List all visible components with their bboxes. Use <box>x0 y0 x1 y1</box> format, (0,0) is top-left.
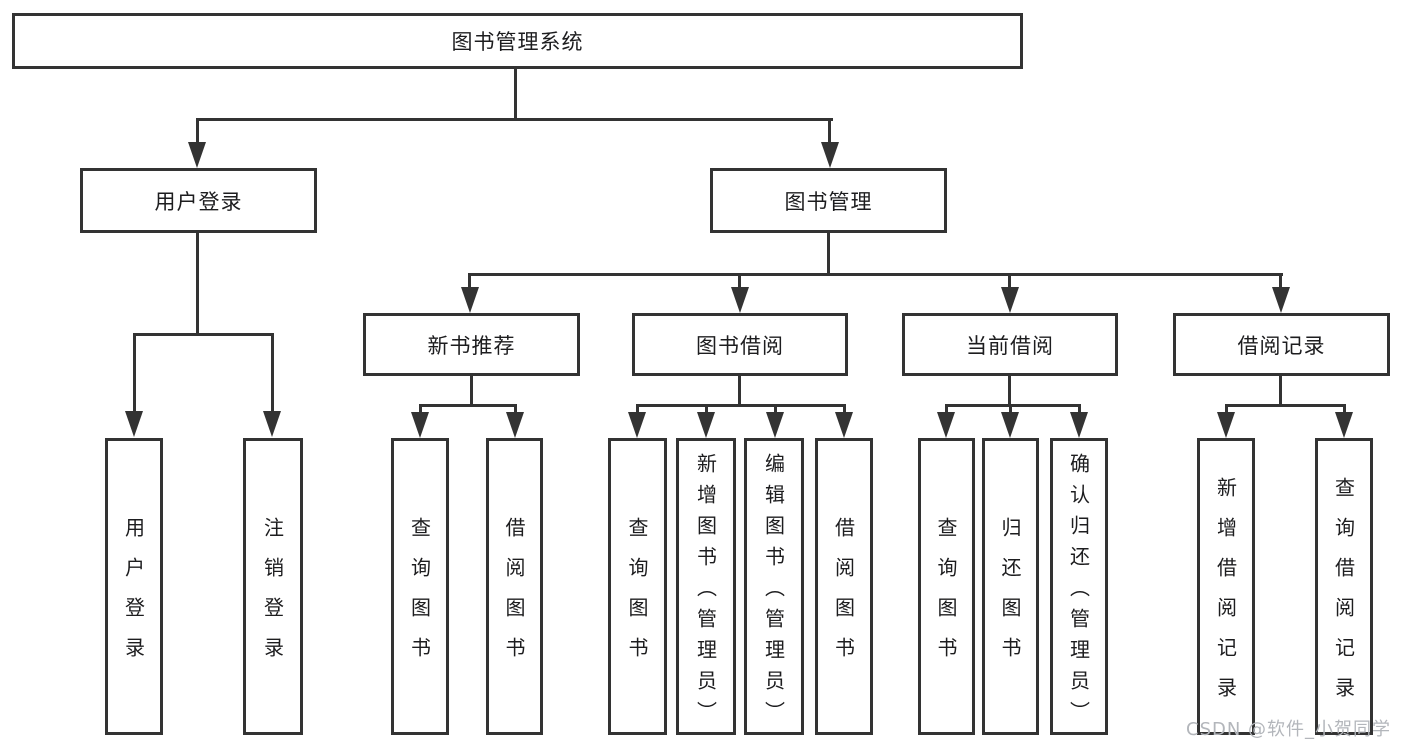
leaf-label: 查询图书 <box>625 516 649 677</box>
connector-line <box>828 118 831 144</box>
arrow-down-icon <box>937 412 955 438</box>
connector-line <box>705 404 708 414</box>
node-new-book-recommend: 新书推荐 <box>363 313 580 376</box>
arrow-down-icon <box>1001 412 1019 438</box>
arrow-down-icon <box>821 142 839 168</box>
connector-line <box>1279 375 1282 406</box>
leaf-edit-books-admin: 编辑图书（管理员） <box>744 438 804 735</box>
leaf-label: 编辑图书（管理员） <box>761 452 786 732</box>
connector-line <box>470 273 1283 276</box>
node-user-login: 用户登录 <box>80 168 317 233</box>
arrow-down-icon <box>1070 412 1088 438</box>
node-label: 用户登录 <box>154 189 243 214</box>
arrow-down-icon <box>263 411 281 437</box>
leaf-logout: 注销登录 <box>243 438 303 735</box>
connector-line <box>514 69 517 118</box>
connector-line <box>1078 404 1081 414</box>
leaf-label: 借阅图书 <box>502 516 526 677</box>
arrow-down-icon <box>1217 412 1235 438</box>
connector-line <box>1225 404 1228 414</box>
leaf-label: 新增借阅记录 <box>1213 476 1238 717</box>
connector-line <box>196 233 199 335</box>
arrow-down-icon <box>1335 412 1353 438</box>
connector-line <box>271 333 274 411</box>
leaf-borrow-books: 借阅图书 <box>815 438 873 735</box>
node-label: 图书管理 <box>784 189 873 214</box>
connector-line <box>514 404 517 414</box>
connector-line <box>133 333 274 336</box>
arrow-down-icon <box>1272 287 1290 313</box>
arrow-down-icon <box>1001 287 1019 313</box>
node-label: 当前借阅 <box>966 333 1054 358</box>
node-book-borrowing: 图书借阅 <box>632 313 848 376</box>
leaf-label: 查询借阅记录 <box>1331 476 1356 717</box>
leaf-query-books: 查询图书 <box>918 438 975 735</box>
connector-line <box>827 233 830 275</box>
leaf-add-books-admin: 新增图书（管理员） <box>676 438 736 735</box>
leaf-query-borrow-record: 查询借阅记录 <box>1315 438 1373 735</box>
connector-line <box>1225 404 1345 407</box>
arrow-down-icon <box>697 412 715 438</box>
connector-line <box>738 375 741 406</box>
connector-line <box>196 118 199 144</box>
node-borrowing-records: 借阅记录 <box>1173 313 1390 376</box>
arrow-down-icon <box>461 287 479 313</box>
leaf-label: 归还图书 <box>998 516 1022 677</box>
leaf-confirm-return-admin: 确认归还（管理员） <box>1050 438 1108 735</box>
leaf-return-books: 归还图书 <box>982 438 1039 735</box>
connector-line <box>738 273 741 289</box>
arrow-down-icon <box>506 412 524 438</box>
connector-line <box>420 404 516 407</box>
leaf-label: 查询图书 <box>934 516 958 677</box>
node-book-management: 图书管理 <box>710 168 947 233</box>
leaf-add-borrow-record: 新增借阅记录 <box>1197 438 1255 735</box>
arrow-down-icon <box>628 412 646 438</box>
node-library-management-system: 图书管理系统 <box>12 13 1023 69</box>
node-label: 图书借阅 <box>696 333 784 358</box>
arrow-down-icon <box>411 412 429 438</box>
arrow-down-icon <box>188 142 206 168</box>
node-label: 图书管理系统 <box>451 30 584 54</box>
connector-line <box>945 404 948 414</box>
leaf-user-login: 用户登录 <box>105 438 163 735</box>
leaf-label: 用户登录 <box>121 516 146 677</box>
leaf-query-books: 查询图书 <box>391 438 449 735</box>
node-current-borrowing: 当前借阅 <box>902 313 1118 376</box>
connector-line <box>637 404 845 407</box>
connector-line <box>774 404 777 414</box>
leaf-label: 注销登录 <box>260 516 285 677</box>
connector-line <box>468 273 471 289</box>
connector-line <box>419 404 422 414</box>
connector-line <box>1008 375 1011 406</box>
connector-line <box>133 333 136 411</box>
arrow-down-icon <box>731 287 749 313</box>
leaf-label: 确认归还（管理员） <box>1066 452 1091 732</box>
csdn-watermark: CSDN @软件_小贺同学 <box>1186 719 1392 740</box>
connector-line <box>1343 404 1346 414</box>
node-label: 借阅记录 <box>1237 333 1326 358</box>
leaf-query-books: 查询图书 <box>608 438 667 735</box>
connector-line <box>1279 273 1282 289</box>
leaf-label: 新增图书（管理员） <box>693 452 718 732</box>
leaf-borrow-books: 借阅图书 <box>486 438 543 735</box>
connector-line <box>636 404 639 414</box>
connector-line <box>470 375 473 406</box>
connector-line <box>1008 273 1011 289</box>
node-label: 新书推荐 <box>427 333 516 358</box>
connector-line <box>946 404 1080 407</box>
connector-line <box>197 118 833 121</box>
leaf-label: 借阅图书 <box>831 516 856 677</box>
connector-line <box>843 404 846 414</box>
arrow-down-icon <box>766 412 784 438</box>
leaf-label: 查询图书 <box>407 516 432 677</box>
arrow-down-icon <box>835 412 853 438</box>
connector-line <box>1009 404 1012 414</box>
arrow-down-icon <box>125 411 143 437</box>
